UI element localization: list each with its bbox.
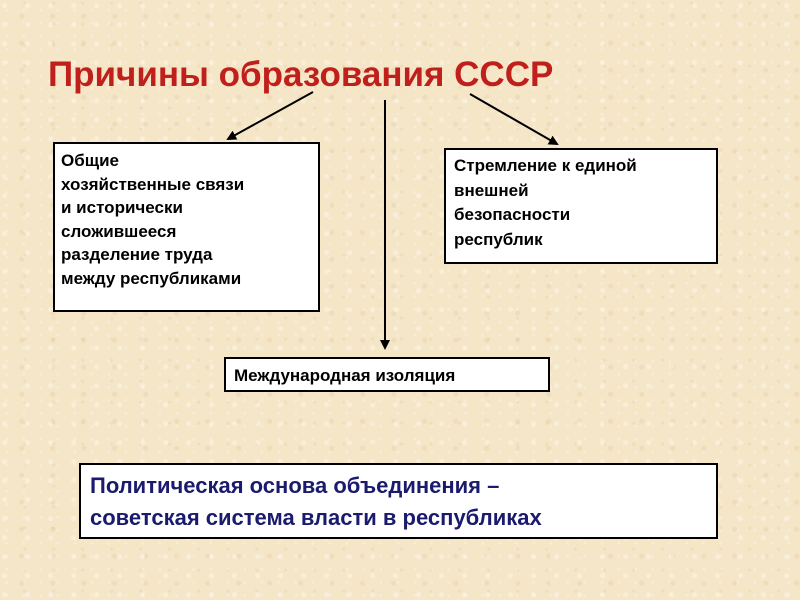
cause-external-security-text: Стремление к единой внешней безопасности…	[454, 156, 637, 249]
cause-economic-ties-text: Общие хозяйственные связи и исторически …	[61, 151, 245, 288]
cause-international-isolation-box: Международная изоляция	[224, 357, 550, 392]
cause-economic-ties-box: Общие хозяйственные связи и исторически …	[53, 142, 320, 312]
cause-international-isolation-text: Международная изоляция	[234, 366, 456, 385]
cause-external-security-box: Стремление к единой внешней безопасности…	[444, 148, 718, 264]
political-basis-box: Политическая основа объединения – советс…	[79, 463, 718, 539]
political-basis-text: Политическая основа объединения – советс…	[90, 473, 542, 530]
arrow-left	[226, 91, 314, 140]
slide-title: Причины образования СССР	[48, 55, 554, 94]
arrow-right	[469, 93, 559, 145]
